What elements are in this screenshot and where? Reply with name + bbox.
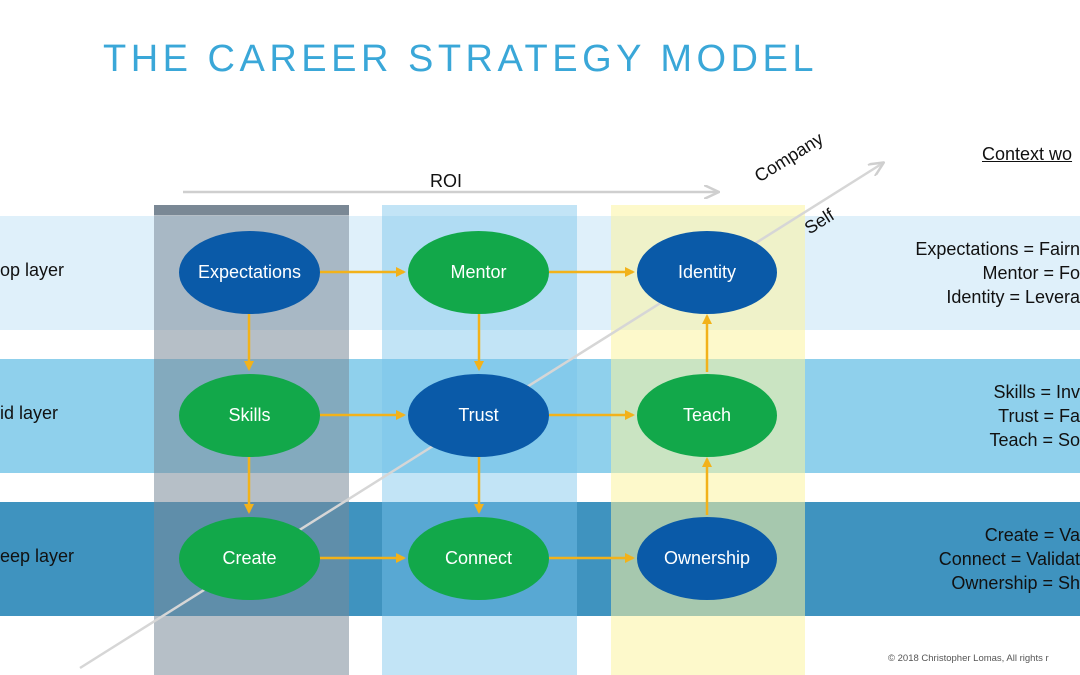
page-title: THE CAREER STRATEGY MODEL: [103, 38, 818, 80]
context-top-list: Expectations = Fairn Mentor = Fo Identit…: [915, 237, 1080, 309]
node-ownership-label: Ownership: [663, 548, 751, 568]
node-skills: Skills: [179, 374, 320, 457]
node-create: Create: [179, 517, 320, 600]
node-teach-label: Teach: [682, 405, 732, 425]
node-create-label: Create: [222, 548, 277, 568]
context-top-line-3: Identity = Levera: [946, 287, 1080, 307]
node-expectations-label: Expectations: [197, 262, 302, 282]
node-mentor-label: Mentor: [450, 262, 507, 282]
node-trust-label: Trust: [458, 405, 499, 425]
context-heading: Context wo: [982, 144, 1073, 164]
context-deep-line-1: Create = Va: [984, 525, 1080, 545]
node-mentor: Mentor: [408, 231, 549, 314]
layer-label-mid: id layer: [0, 403, 59, 423]
node-connect: Connect: [408, 517, 549, 600]
layer-label-top: op layer: [0, 260, 65, 280]
context-mid-list: Skills = Inv Trust = Fa Teach = So: [989, 380, 1080, 452]
context-mid-line-1: Skills = Inv: [993, 382, 1080, 402]
column-self-top: [154, 205, 349, 215]
copyright-notice: © 2018 Christopher Lomas, All rights r: [888, 653, 1049, 664]
node-ownership: Ownership: [637, 517, 777, 600]
node-skills-label: Skills: [228, 405, 271, 425]
context-top-line-1: Expectations = Fairn: [915, 239, 1080, 259]
context-mid-line-2: Trust = Fa: [998, 406, 1080, 426]
context-deep-list: Create = Va Connect = Validat Ownership …: [939, 523, 1080, 595]
node-connect-label: Connect: [444, 548, 513, 568]
node-expectations: Expectations: [179, 231, 320, 314]
node-trust: Trust: [408, 374, 549, 457]
node-teach: Teach: [637, 374, 777, 457]
context-top-line-2: Mentor = Fo: [982, 263, 1080, 283]
context-mid-line-3: Teach = So: [989, 430, 1080, 450]
context-deep-line-2: Connect = Validat: [938, 549, 1080, 569]
node-identity-label: Identity: [677, 262, 737, 282]
layer-label-deep: eep layer: [0, 546, 75, 566]
context-deep-line-3: Ownership = Sh: [951, 573, 1080, 593]
node-identity: Identity: [637, 231, 777, 314]
roi-label: ROI: [430, 171, 463, 191]
